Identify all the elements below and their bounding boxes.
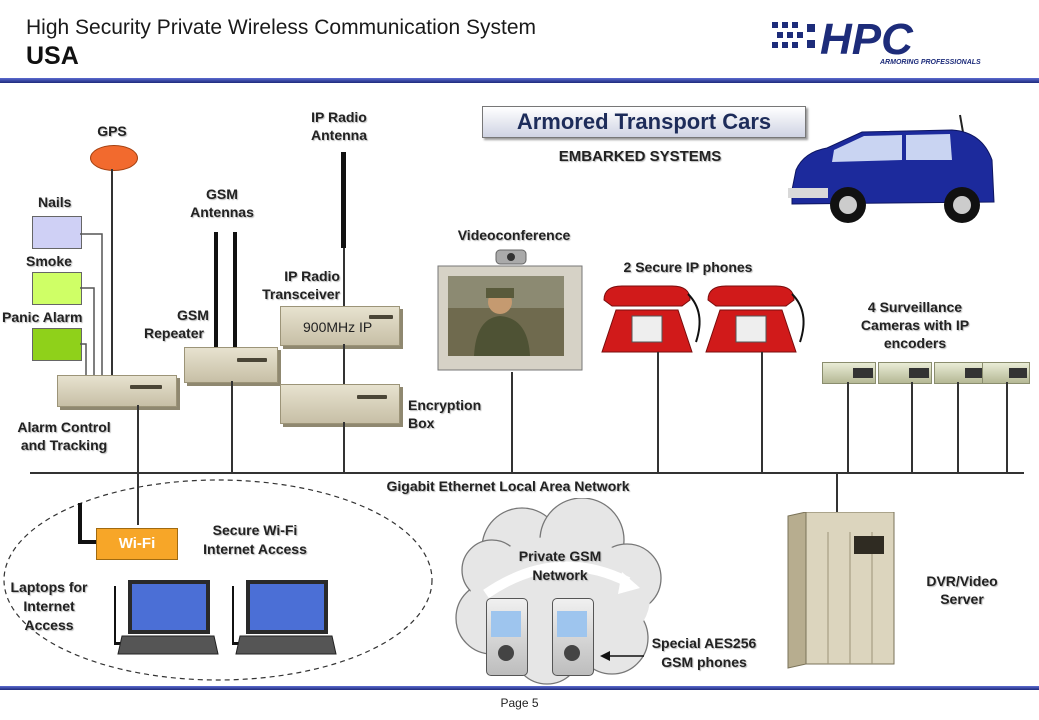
- wifi-zone-boundary: [3, 479, 433, 681]
- page-number: Page 5: [500, 696, 539, 710]
- panic-alarm-label: Panic Alarm: [2, 309, 83, 325]
- laptops-label-2: Internet: [23, 598, 75, 614]
- hpc-logo: HPC ARMORING PROFESSIONALS: [772, 15, 981, 66]
- page-subtitle: USA: [26, 42, 79, 70]
- videoconference-monitor: [437, 249, 583, 371]
- dvr-label-2: Server: [940, 591, 984, 607]
- ip-transceiver-label-2: Transceiver: [262, 286, 340, 302]
- alarm-control-box: [57, 375, 177, 407]
- laptop-1: [114, 580, 219, 655]
- wifi-antenna: [78, 503, 82, 543]
- camera-4: [982, 362, 1030, 384]
- lan-label: Gigabit Ethernet Local Area Network: [386, 478, 630, 494]
- gsm-repeater-label-1: GSM: [177, 307, 209, 323]
- laptop-2: [232, 580, 337, 655]
- camera3-drop: [957, 382, 959, 473]
- camera-2: [878, 362, 932, 384]
- gsm-antenna-1: [214, 232, 218, 347]
- gps-antenna: [90, 145, 138, 171]
- van-image: [788, 114, 995, 223]
- sensor-wiring: [80, 233, 103, 376]
- lan-bus: [30, 472, 1024, 474]
- camera-1: [822, 362, 876, 384]
- aes-phones-label-2: GSM phones: [661, 654, 747, 670]
- alarm-control-label-1: Alarm Control: [17, 419, 111, 435]
- ip-transceiver-box: 900MHz IP: [280, 306, 400, 346]
- gps-cable: [111, 169, 113, 375]
- dvr-drop: [836, 474, 838, 514]
- laptops-label-3: Access: [24, 617, 74, 633]
- cameras-label-3: encoders: [883, 335, 947, 351]
- ip-radio-antenna-label-1: IP Radio: [311, 109, 367, 125]
- footer-rule: [0, 686, 1039, 690]
- ip-antenna-cable: [343, 248, 345, 306]
- gsm-phone-2: [552, 598, 594, 676]
- phone1-drop: [657, 352, 659, 473]
- cameras-label-1: 4 Surveillance: [867, 299, 963, 315]
- aes-arrow-icon: [600, 651, 644, 661]
- armored-cars-banner: Armored Transport Cars: [482, 106, 806, 138]
- gsm-repeater-label-2: Repeater: [144, 325, 204, 341]
- encryption-label-2: Box: [408, 415, 435, 431]
- nails-sensor: [32, 216, 82, 249]
- encryption-box: [280, 384, 400, 424]
- camera2-drop: [911, 382, 913, 473]
- ip-phone-2: [705, 285, 805, 353]
- embarked-systems-label: EMBARKED SYSTEMS: [558, 148, 722, 165]
- ip-phones-label: 2 Secure IP phones: [623, 259, 753, 275]
- encryption-label-1: Encryption: [408, 397, 482, 413]
- camera4-drop: [1006, 382, 1008, 473]
- smoke-sensor: [32, 272, 82, 305]
- wifi-access-point: Wi-Fi: [96, 528, 178, 560]
- camera1-drop: [847, 382, 849, 473]
- gsm-repeater-box: [184, 347, 278, 383]
- smoke-label: Smoke: [26, 253, 72, 269]
- videoconference-label: Videoconference: [457, 227, 571, 243]
- gsm-antenna-2: [233, 232, 237, 347]
- gsm-phone-1: [486, 598, 528, 676]
- dvr-label-1: DVR/Video: [926, 573, 998, 589]
- gps-label: GPS: [97, 123, 127, 139]
- video-drop: [511, 372, 513, 473]
- private-gsm-label-1: Private GSM: [518, 548, 602, 564]
- repeater-drop: [231, 381, 233, 473]
- laptops-label-1: Laptops for: [10, 579, 88, 595]
- private-gsm-label-2: Network: [532, 567, 588, 583]
- ip-radio-antenna: [341, 152, 346, 248]
- secure-wifi-label-1: Secure Wi-Fi: [212, 522, 298, 538]
- header-rule: [0, 78, 1039, 83]
- ip-radio-antenna-label-2: Antenna: [311, 127, 367, 143]
- secure-wifi-label-2: Internet Access: [203, 541, 307, 557]
- gsm-antennas-label-2: Antennas: [190, 204, 254, 220]
- dvr-server: [787, 512, 895, 669]
- camera-3: [934, 362, 988, 384]
- ip-900-label: 900MHz IP: [303, 319, 373, 335]
- gsm-antennas-label-1: GSM: [206, 186, 238, 202]
- nails-label: Nails: [38, 194, 72, 210]
- alarm-control-label-2: and Tracking: [20, 437, 108, 453]
- phone2-drop: [761, 352, 763, 473]
- encryption-drop: [343, 422, 345, 473]
- ip-transceiver-label-1: IP Radio: [284, 268, 340, 284]
- alarm-drop: [137, 405, 139, 525]
- svg-text:HPC: HPC: [820, 15, 914, 64]
- page-title: High Security Private Wireless Communica…: [26, 16, 536, 39]
- transceiver-encryption-link: [343, 344, 345, 384]
- svg-text:ARMORING PROFESSIONALS: ARMORING PROFESSIONALS: [879, 59, 981, 66]
- panic-alarm-sensor: [32, 328, 82, 361]
- ip-phone-1: [601, 285, 701, 353]
- cameras-label-2: Cameras with IP: [860, 317, 970, 333]
- aes-phones-label-1: Special AES256: [651, 635, 757, 651]
